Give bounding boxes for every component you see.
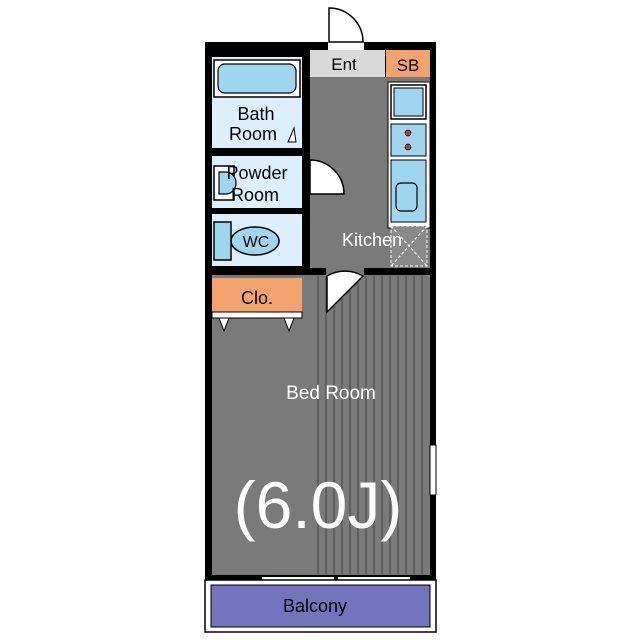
- wet-area-right-wall: [302, 42, 310, 275]
- refrigerator-handle-icon: [395, 182, 418, 212]
- bed-room-side-window: [429, 444, 437, 496]
- entrance-floor: [310, 50, 385, 77]
- closet-label: Clo.: [241, 288, 273, 308]
- bed-room-label: Bed Room: [286, 383, 376, 404]
- balcony-window-sash: [338, 577, 410, 581]
- bathtub-basin: [217, 63, 297, 94]
- powder-room-label-line1: Powder: [226, 163, 287, 183]
- closet-door-track: [211, 311, 303, 319]
- shoe-box-label: SB: [397, 56, 420, 75]
- balcony-window-sash: [262, 577, 334, 581]
- appliance-space-cross: [390, 225, 428, 267]
- closet-door-marker-icon: [218, 317, 230, 333]
- kitchen-label: Kitchen: [342, 230, 402, 250]
- closet-door-marker-icon: [283, 317, 295, 333]
- washbasin-bowl: [218, 171, 237, 195]
- stove-burner-icon: [404, 143, 412, 151]
- closet-floor: [212, 278, 302, 312]
- bath-room-label-line1: Bath: [237, 104, 274, 124]
- kitchen-bedroom-wall: [300, 268, 430, 275]
- powder-room-door-icon[interactable]: [309, 159, 345, 195]
- bath-powder-wall: [205, 148, 302, 156]
- stove-burner-icon: [404, 129, 412, 137]
- toilet-bowl-icon: [230, 226, 280, 256]
- wet-area-top-wall: [205, 42, 310, 57]
- shoe-box: [386, 50, 430, 77]
- stove-icon: [390, 123, 427, 157]
- bed-room-floor: [212, 275, 430, 575]
- entrance-door-icon[interactable]: [328, 7, 364, 43]
- entrance-door-opening: [328, 42, 364, 50]
- powder-room-label-line2: Room: [231, 185, 279, 205]
- kitchen-sink-basin: [393, 87, 424, 117]
- bed-room-door-icon[interactable]: [326, 270, 365, 314]
- toilet-tank-icon: [213, 221, 232, 261]
- bed-room-size-label: (6.0J): [234, 468, 403, 542]
- balcony-label: Balcony: [283, 596, 347, 616]
- bath-door-marker-icon: [287, 126, 297, 143]
- powder-wc-wall: [205, 208, 302, 214]
- balcony-floor: [210, 584, 431, 628]
- bath-room-label-line2: Room: [229, 124, 277, 144]
- bed-room-floor-stripes: [317, 276, 423, 574]
- wc-label: WC: [243, 234, 270, 251]
- entrance-label: Ent: [331, 55, 357, 74]
